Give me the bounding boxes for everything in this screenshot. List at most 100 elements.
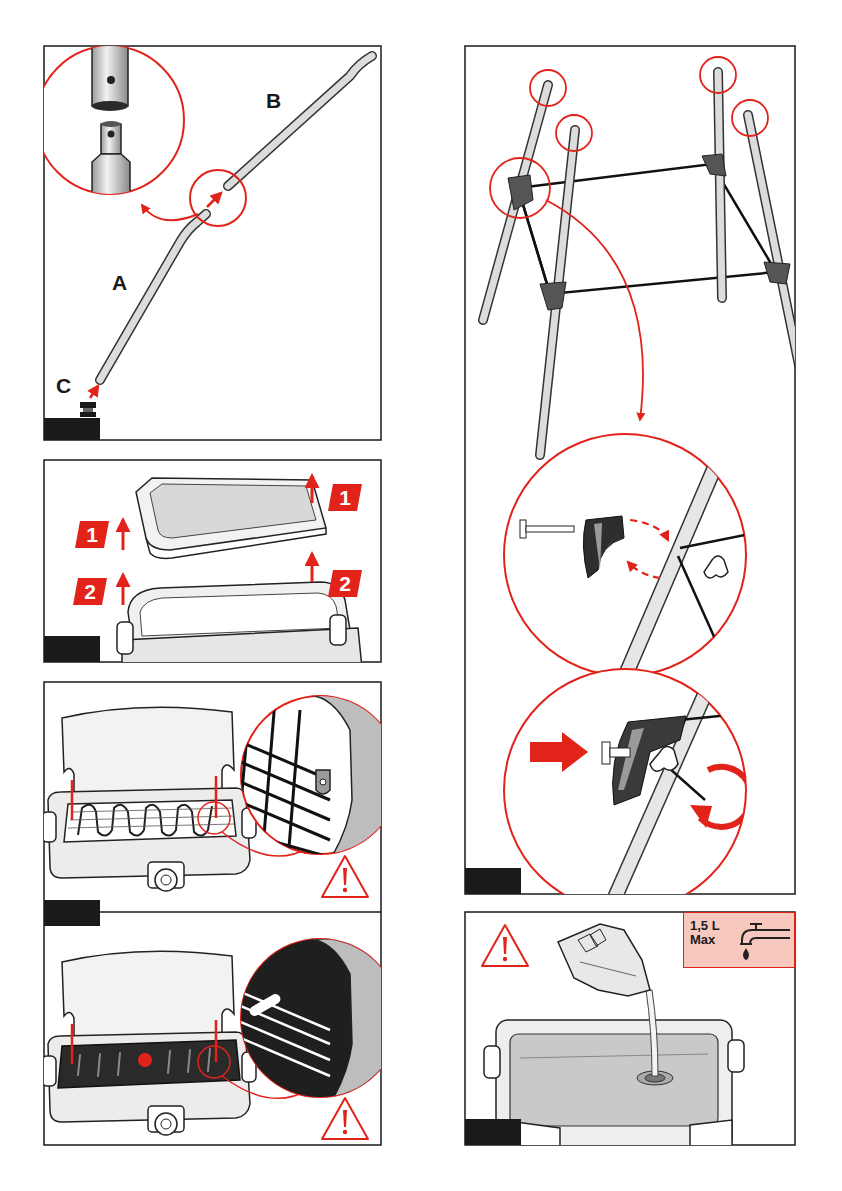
grill-rack bbox=[198, 802, 230, 834]
tube-joint-detail bbox=[107, 76, 115, 84]
tray-removal bbox=[122, 628, 362, 662]
jug bbox=[578, 934, 598, 952]
grill-rack bbox=[44, 690, 381, 897]
grill-plate bbox=[155, 1113, 177, 1135]
jug bbox=[558, 924, 650, 996]
panel-frame bbox=[44, 460, 381, 662]
tray-removal bbox=[330, 615, 346, 645]
panel-frame bbox=[44, 46, 381, 440]
part-letter: B bbox=[266, 90, 281, 111]
badge-shape bbox=[75, 521, 109, 548]
bracket-detail bbox=[615, 420, 735, 700]
foot-cap bbox=[80, 412, 96, 417]
stand-assembly bbox=[530, 70, 566, 106]
warning-triangle bbox=[482, 925, 528, 966]
part-letter: A bbox=[112, 272, 127, 293]
water-tray bbox=[520, 1054, 708, 1058]
grill-plate bbox=[118, 1053, 120, 1075]
tray-removal bbox=[122, 575, 125, 605]
stand-assembly bbox=[465, 57, 795, 894]
plate-detail bbox=[236, 1036, 330, 1076]
tube-joint-detail bbox=[92, 101, 128, 111]
warning-triangle bbox=[343, 1130, 347, 1134]
foot-cap bbox=[83, 408, 93, 412]
bolt-head bbox=[602, 742, 610, 764]
grill-rack bbox=[155, 869, 177, 891]
rack-detail bbox=[288, 710, 300, 860]
jug bbox=[590, 929, 606, 946]
grill-plate bbox=[78, 1049, 210, 1076]
leg-assembly bbox=[142, 205, 198, 220]
rack-detail bbox=[300, 690, 381, 860]
capacity-box: 1,5 L Max bbox=[683, 912, 795, 968]
leg-assembly bbox=[44, 418, 100, 440]
stand-assembly bbox=[483, 72, 795, 455]
stand-assembly bbox=[718, 72, 722, 298]
leg-assembly bbox=[100, 214, 206, 380]
badge-shape bbox=[328, 570, 362, 597]
stand-assembly bbox=[540, 282, 566, 310]
rack-detail bbox=[236, 800, 330, 840]
grill-plate bbox=[168, 1051, 170, 1073]
bolt bbox=[520, 520, 526, 538]
leg-assembly bbox=[190, 170, 246, 226]
stand-assembly bbox=[748, 115, 795, 370]
capacity-text: 1,5 L Max bbox=[690, 919, 734, 948]
leg-assembly bbox=[44, 46, 372, 440]
tightening-detail bbox=[605, 660, 720, 894]
stand-assembly bbox=[702, 154, 726, 176]
plate-detail bbox=[236, 990, 330, 1076]
faucet-icon bbox=[750, 938, 790, 944]
step-number-text: 1 bbox=[86, 524, 98, 545]
tray-removal bbox=[44, 636, 100, 662]
faucet-icon bbox=[740, 943, 752, 945]
tray-removal bbox=[117, 622, 133, 654]
bracket-detail bbox=[594, 523, 602, 570]
stand-assembly bbox=[556, 115, 592, 151]
grill-rack bbox=[78, 805, 212, 836]
rack-detail bbox=[236, 700, 250, 860]
stand-assembly bbox=[508, 175, 533, 210]
grill-rack bbox=[68, 808, 234, 828]
water-tray bbox=[690, 1120, 732, 1145]
warning-triangle bbox=[343, 888, 347, 892]
tightening-detail bbox=[613, 716, 686, 805]
grill-plate bbox=[188, 1050, 190, 1072]
tube-joint-detail bbox=[101, 121, 121, 127]
water-tray bbox=[484, 1046, 500, 1078]
faucet-icon bbox=[742, 930, 790, 944]
bracket-detail bbox=[628, 562, 660, 578]
tube-joint-detail bbox=[108, 131, 115, 138]
warning-triangle bbox=[322, 856, 368, 897]
water-tray bbox=[496, 1020, 732, 1145]
water-tray bbox=[728, 1040, 744, 1072]
rack-detail bbox=[236, 760, 330, 800]
grill-plate bbox=[62, 951, 234, 1038]
grill-plate bbox=[44, 1056, 56, 1086]
badge-shape bbox=[73, 578, 107, 605]
rack-detail bbox=[320, 779, 326, 785]
grill-plate bbox=[161, 1119, 171, 1129]
tightening-detail bbox=[690, 805, 712, 828]
water-tray bbox=[510, 1034, 718, 1126]
bolt bbox=[520, 520, 574, 538]
part-letter: C bbox=[56, 375, 71, 396]
faucet-icon bbox=[734, 918, 790, 964]
bolt-head bbox=[602, 742, 630, 764]
step-number-text: 1 bbox=[339, 487, 351, 508]
bracket-detail bbox=[630, 520, 668, 540]
jug bbox=[558, 924, 650, 996]
tube-joint-detail bbox=[92, 154, 130, 200]
foot-cap bbox=[80, 402, 96, 408]
rack-detail bbox=[316, 770, 330, 794]
warning-triangle bbox=[322, 1098, 368, 1139]
stand-assembly bbox=[540, 130, 575, 455]
grill-plate bbox=[71, 1024, 74, 1064]
step-number-text: 2 bbox=[84, 581, 96, 602]
grill-plate bbox=[58, 1040, 240, 1088]
warning-triangle bbox=[343, 1110, 347, 1127]
tray-removal bbox=[122, 520, 125, 550]
faucet-icon bbox=[750, 923, 762, 925]
